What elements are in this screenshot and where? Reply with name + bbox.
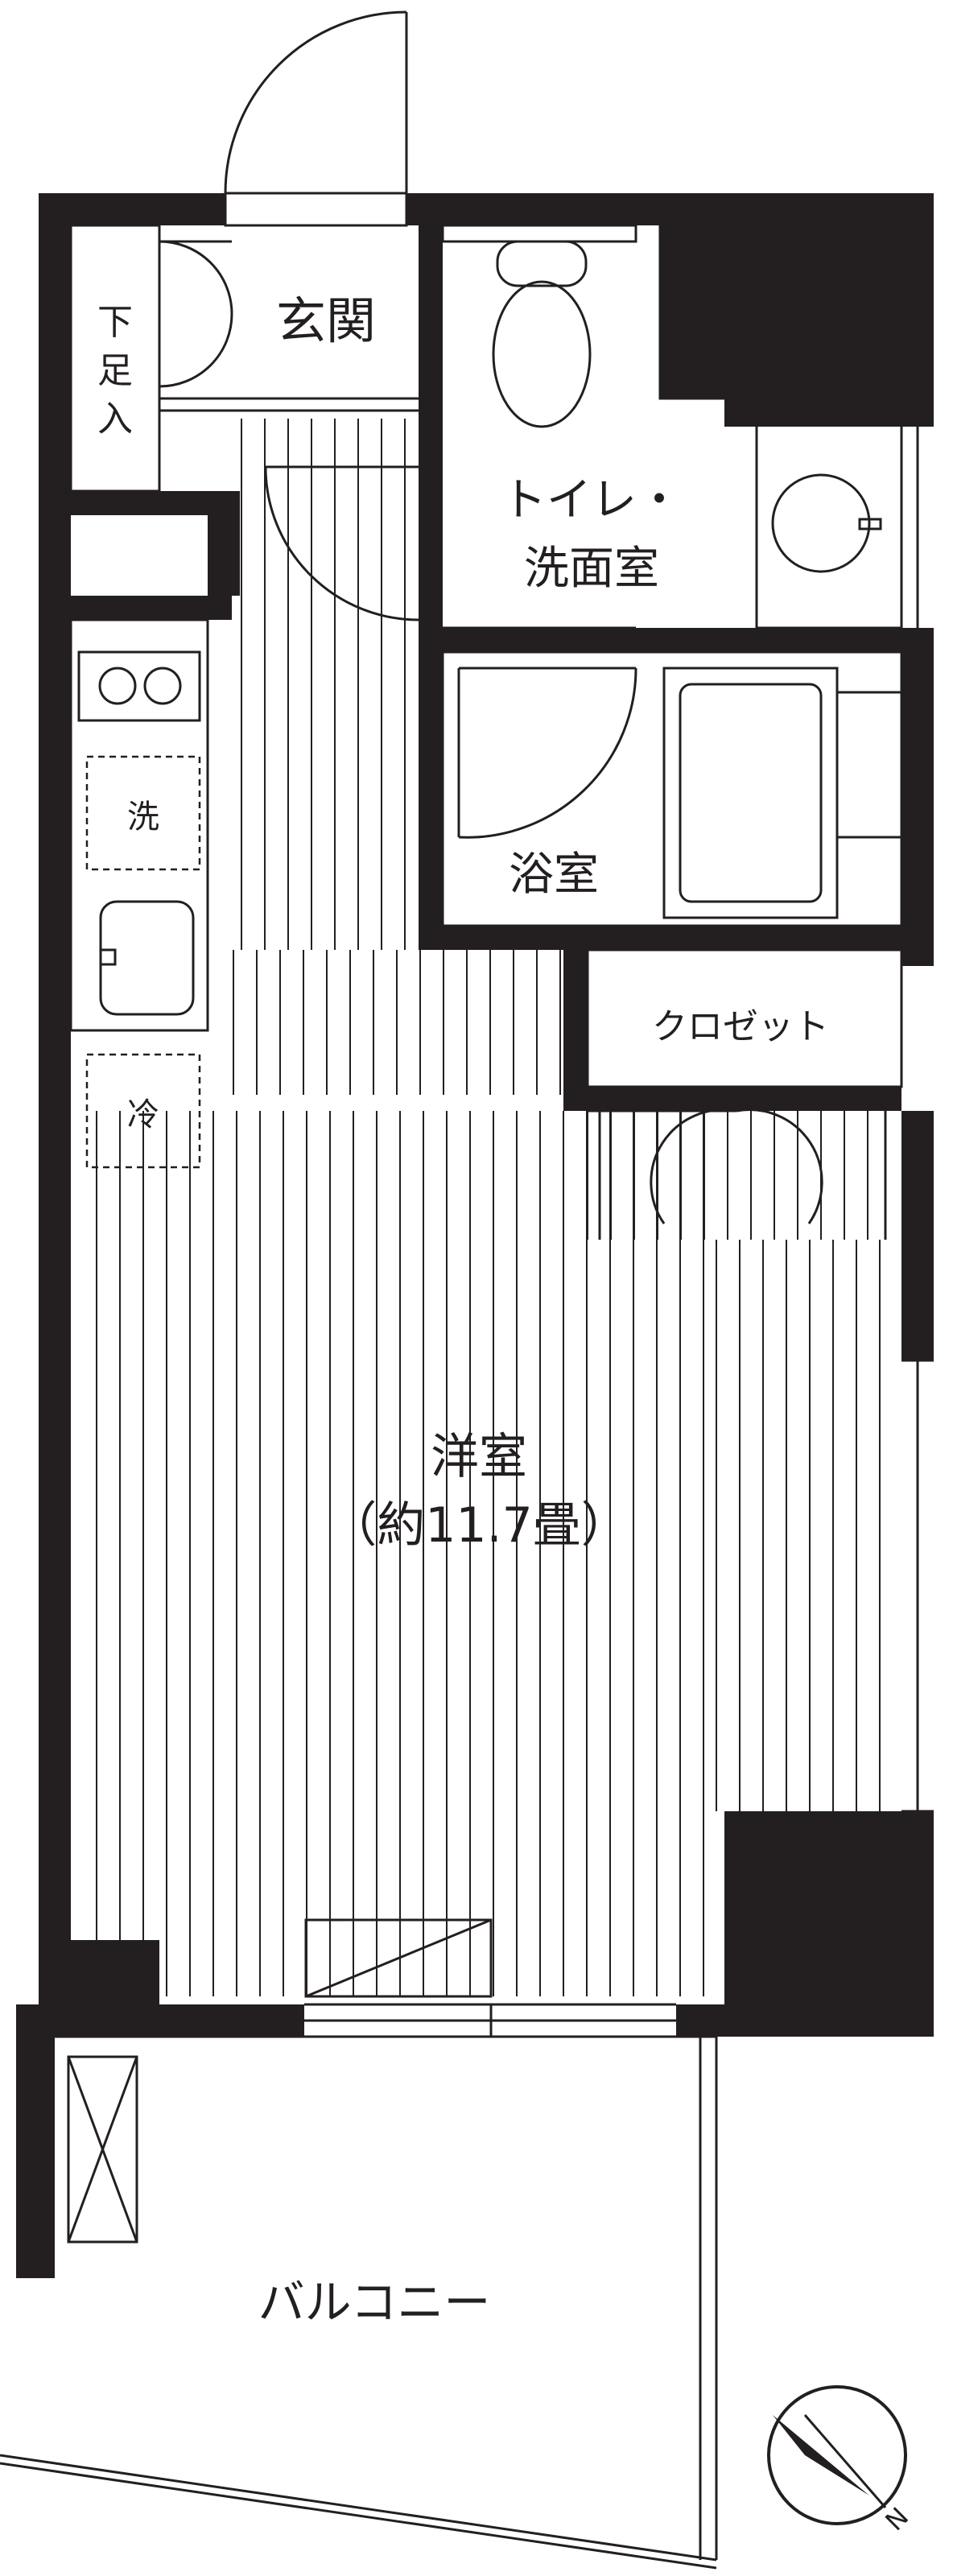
room-label-balcony: バルコニー bbox=[258, 2275, 491, 2330]
room-label-shoe-3: 入 bbox=[97, 398, 133, 440]
room-label-shoe-2: 足 bbox=[97, 350, 133, 391]
room-label-genkan: 玄関 bbox=[276, 291, 376, 350]
room-label-bath: 浴室 bbox=[509, 848, 599, 901]
washbasin-icon bbox=[771, 473, 882, 573]
bathtub-icon bbox=[662, 667, 839, 919]
sink-icon bbox=[99, 900, 195, 1016]
washer-icon bbox=[85, 755, 201, 871]
toilet-icon bbox=[492, 224, 726, 428]
room-label-western-2: （約11.7畳） bbox=[328, 1497, 629, 1554]
appliance-label-fridge: 冷 bbox=[127, 1096, 159, 1133]
compass-icon bbox=[767, 2385, 907, 2525]
room-label-toilet-1: トイレ・ bbox=[501, 474, 682, 526]
fridge-icon bbox=[85, 1053, 201, 1169]
room-label-western-1: 洋室 bbox=[431, 1429, 527, 1485]
room-label-shoe-1: 下 bbox=[97, 302, 133, 343]
walls bbox=[16, 193, 934, 2278]
room-label-toilet-2: 洗面室 bbox=[524, 543, 659, 595]
entrance-door[interactable] bbox=[224, 10, 408, 227]
labels: 玄関 下 足 入 トイレ・ 洗面室 浴室 クロゼット 洋室 （約11.7畳） バ… bbox=[97, 291, 914, 2537]
floor-stripes bbox=[96, 419, 881, 1996]
interior-lines bbox=[0, 224, 934, 2570]
appliance-label-washer: 洗 bbox=[127, 799, 159, 836]
stove-icon bbox=[77, 650, 201, 722]
room-label-closet: クロゼット bbox=[652, 1006, 829, 1047]
